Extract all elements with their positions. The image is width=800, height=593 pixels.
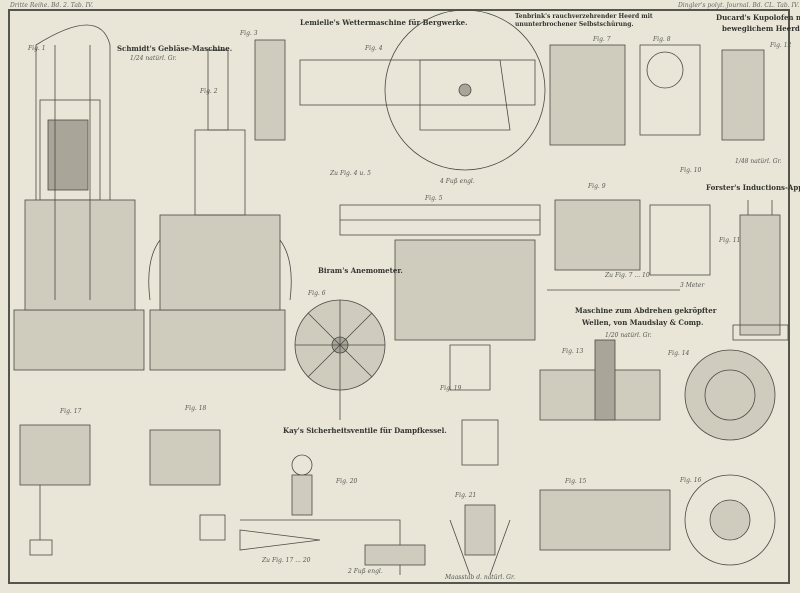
- scale-fig7-unit: 3 Meter: [680, 282, 705, 289]
- plate-border: [8, 9, 790, 584]
- fig11-drawing: [732, 200, 789, 341]
- scale-fig4: Zu Fig. 4 u. 5: [330, 170, 371, 177]
- fig12-drawing: [721, 49, 765, 141]
- fig13-16-drawing: [539, 339, 776, 566]
- title-ducard-1: Ducard's Kupolofen mit: [716, 13, 800, 22]
- header-left: Dritte Reihe. Bd. 2. Tab. IV.: [10, 2, 94, 9]
- fig-label: Fig. 11: [719, 237, 741, 244]
- title-kay: Kay's Sicherheitsventile für Dampfkessel…: [283, 426, 447, 435]
- title-maudslay-1: Maschine zum Abdrehen gekröpfter: [575, 306, 717, 315]
- fig-label: Fig. 13: [562, 348, 584, 355]
- fig17-21-drawing: [19, 344, 511, 576]
- fig4-drawing: [299, 9, 546, 171]
- fig-label: Fig. 2: [200, 88, 218, 95]
- fig-label: Fig. 17: [60, 408, 82, 415]
- title-maudslay-2: Wellen, von Maudslay & Comp.: [582, 318, 704, 327]
- scale-fig17: Zu Fig. 17 ... 20: [262, 557, 311, 564]
- scale-maudslay: 1/20 natürl. Gr.: [605, 332, 652, 339]
- fig3-drawing: [254, 39, 286, 141]
- header-right: Dingler's polyt. Journal. Bd. CL. Tab. I…: [678, 2, 800, 9]
- fig-label: Fig. 21: [455, 492, 477, 499]
- fig-label: Fig. 19: [440, 385, 462, 392]
- scale-fig4-unit: 4 Fuß engl.: [440, 178, 475, 185]
- fig-label: Fig. 6: [308, 290, 326, 297]
- scale-fig17-unit: 2 Fuß engl.: [348, 568, 383, 575]
- fig-label: Fig. 1: [28, 45, 46, 52]
- fig-label: Fig. 5: [425, 195, 443, 202]
- fig7-10-drawing: [547, 44, 711, 291]
- scale-fig21: Maasstab d. natürl. Gr.: [445, 574, 516, 581]
- scale-ducard: 1/48 natürl. Gr.: [735, 158, 782, 165]
- fig-label: Fig. 3: [240, 30, 258, 37]
- fig6-drawing: [294, 299, 386, 420]
- fig2-drawing: [148, 49, 292, 371]
- fig-label: Fig. 20: [336, 478, 358, 485]
- fig-label: Fig. 14: [668, 350, 690, 357]
- scale-fig7: Zu Fig. 7 ... 10: [605, 272, 650, 279]
- title-biram: Biram's Anemometer.: [318, 266, 403, 275]
- title-forster: Forster's Inductions-Apparat.: [706, 183, 800, 192]
- fig-label: Fig. 9: [588, 183, 606, 190]
- title-ducard-2: beweglichem Heerde.: [722, 24, 800, 33]
- title-lemielle: Lemielle's Wettermaschine für Bergwerke.: [300, 18, 468, 27]
- fig-label: Fig. 4: [365, 45, 383, 52]
- fig1-drawing: [13, 24, 145, 371]
- fig-label: Fig. 7: [593, 36, 611, 43]
- fig-label: Fig. 12: [770, 42, 792, 49]
- scale-schmidt: 1/24 natürl. Gr.: [130, 55, 177, 62]
- title-schmidt: Schmidt's Gebläse-Maschine.: [117, 44, 233, 53]
- fig-label: Fig. 8: [653, 36, 671, 43]
- title-tenbrink: Tenbrink's rauchverzehrender Heerd mit u…: [515, 13, 653, 28]
- fig-label: Fig. 10: [680, 167, 702, 174]
- fig5-drawing: [339, 204, 541, 341]
- fig-label: Fig. 15: [565, 478, 587, 485]
- fig-label: Fig. 18: [185, 405, 207, 412]
- fig-label: Fig. 16: [680, 477, 702, 484]
